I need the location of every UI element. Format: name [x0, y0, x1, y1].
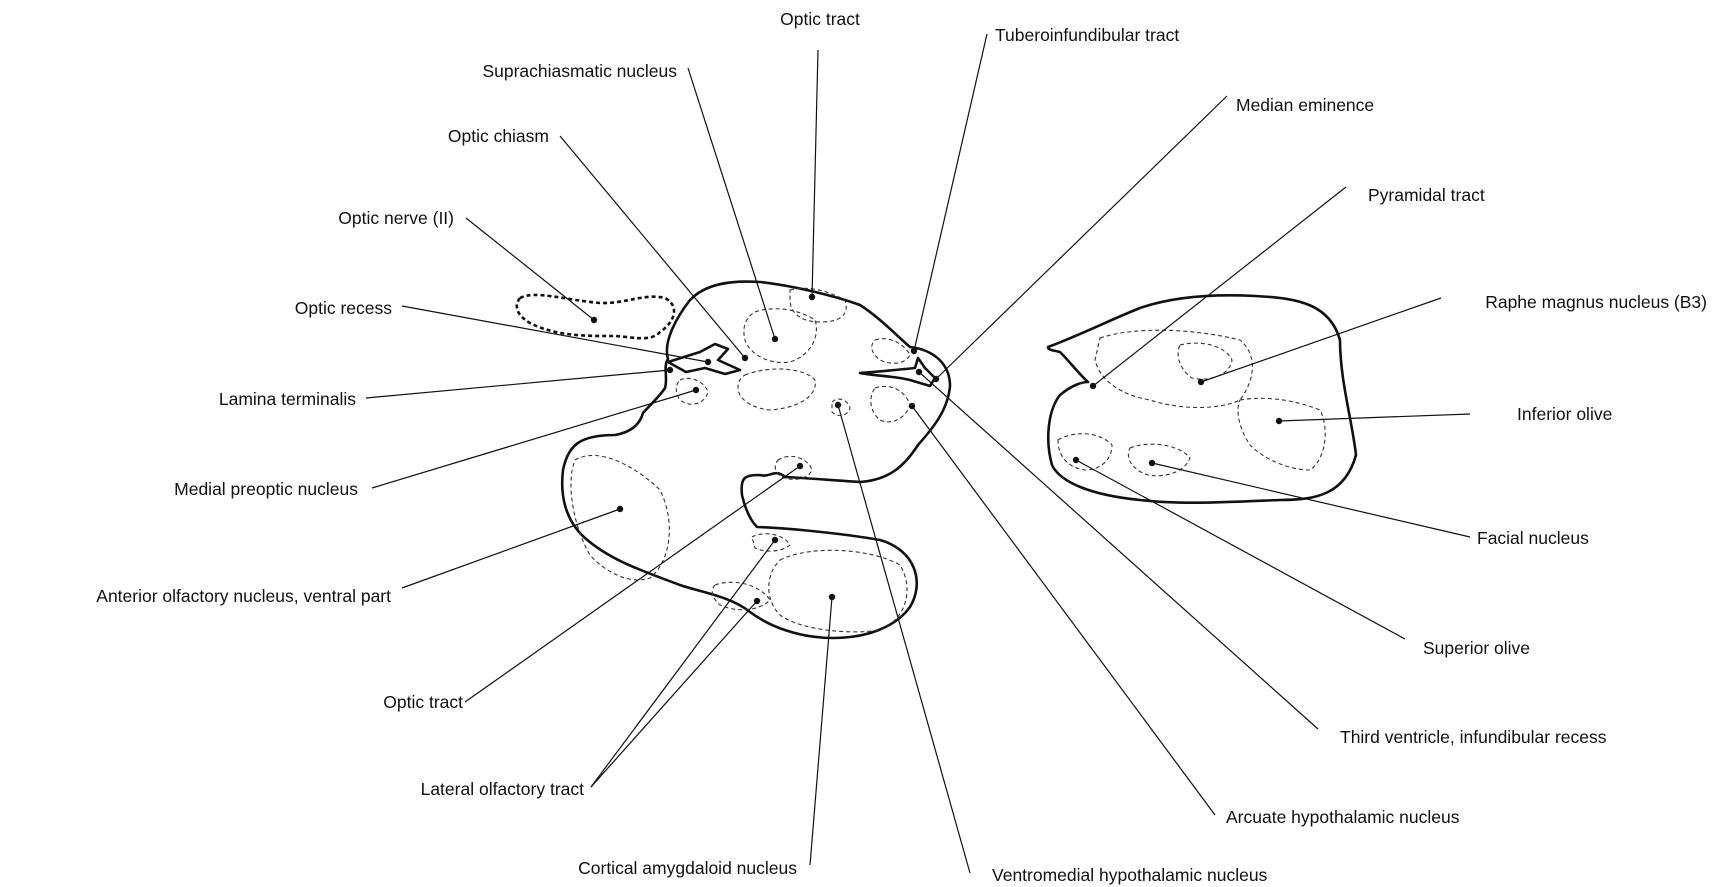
cortical-amygdaloid-region	[769, 550, 907, 632]
lamina-terminalis-outline	[668, 344, 740, 374]
hindbrain-outline	[1048, 295, 1356, 502]
label-optic-tract-bottom: Optic tract	[383, 692, 463, 712]
optic-tract-small	[775, 456, 812, 479]
label-optic-tract-top: Optic tract	[780, 9, 860, 29]
label-inferior-olive: Inferior olive	[1517, 404, 1612, 424]
label-optic-nerve: Optic nerve (II)	[338, 208, 454, 228]
label-lateral-olfactory-tract: Lateral olfactory tract	[421, 779, 585, 799]
label-cortical-amygdaloid-nucleus: Cortical amygdaloid nucleus	[578, 858, 797, 878]
label-median-eminence: Median eminence	[1236, 95, 1374, 115]
leader-lines	[366, 34, 1470, 873]
lateral-olfactory-upper	[752, 534, 790, 551]
label-ventromedial-hypothalamic-nucleus: Ventromedial hypothalamic nucleus	[992, 865, 1268, 885]
labels: Optic tract Tuberoinfundibular tract Sup…	[96, 9, 1707, 885]
arcuate-small	[832, 399, 850, 415]
facial-nucleus-region	[1128, 444, 1190, 476]
label-anterior-olfactory-nucleus: Anterior olfactory nucleus, ventral part	[96, 586, 391, 606]
hindbrain-section	[1048, 295, 1356, 502]
label-suprachiasmatic-nucleus: Suprachiasmatic nucleus	[482, 61, 677, 81]
suprachiasmatic-region	[744, 309, 817, 363]
label-tuberoinfundibular-tract: Tuberoinfundibular tract	[995, 25, 1179, 45]
label-optic-recess: Optic recess	[295, 298, 392, 318]
forebrain-section	[517, 282, 950, 638]
label-arcuate-hypothalamic-nucleus: Arcuate hypothalamic nucleus	[1226, 807, 1460, 827]
label-superior-olive: Superior olive	[1423, 638, 1530, 658]
third-ventricle-outline	[860, 358, 935, 386]
label-optic-chiasm: Optic chiasm	[448, 126, 549, 146]
ventromedial-region	[871, 386, 910, 421]
medial-preoptic-region	[738, 369, 815, 410]
inferior-olive-region	[1238, 398, 1325, 470]
label-facial-nucleus: Facial nucleus	[1477, 528, 1589, 548]
label-lamina-terminalis: Lamina terminalis	[219, 389, 356, 409]
label-third-ventricle: Third ventricle, infundibular recess	[1340, 727, 1607, 747]
label-pyramidal-tract: Pyramidal tract	[1368, 185, 1485, 205]
label-raphe-magnus-nucleus: Raphe magnus nucleus (B3)	[1485, 292, 1707, 312]
label-medial-preoptic-nucleus: Medial preoptic nucleus	[174, 479, 358, 499]
hypothalamus-outline	[562, 282, 950, 638]
raphe-region	[1095, 330, 1252, 407]
